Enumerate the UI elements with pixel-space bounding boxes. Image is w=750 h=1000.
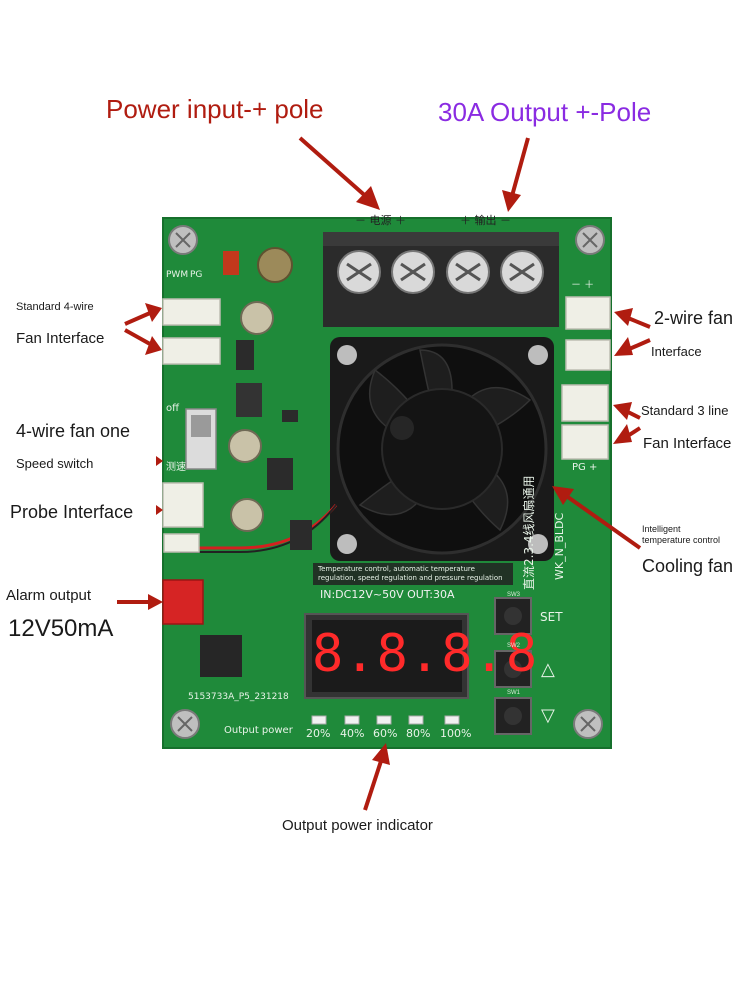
cooling-fan-graphic bbox=[313, 337, 554, 585]
left-connectors bbox=[162, 298, 221, 553]
mounting-holes bbox=[168, 225, 605, 739]
twowire-callout-line2: Interface bbox=[651, 344, 702, 359]
sw3-label: SW3 bbox=[507, 592, 521, 598]
sw1-label: SW1 bbox=[507, 690, 521, 696]
output-pole-callout: 30A Output +-Pole bbox=[438, 97, 652, 127]
percent-80: 80% bbox=[406, 727, 431, 740]
test-label: 测速 bbox=[166, 462, 186, 473]
vertical-cn-text: 直流2.3.4线风扇通用 bbox=[522, 475, 536, 590]
small-arrow-markers bbox=[156, 456, 163, 515]
twowire-callout-line1: 2-wire fan bbox=[654, 308, 734, 328]
percent-60: 60% bbox=[373, 727, 398, 740]
wk-model-text: WK_N_BLDC bbox=[553, 512, 566, 580]
percent-100: 100% bbox=[440, 727, 472, 740]
std3-callout-line2: Fan Interface bbox=[643, 435, 732, 452]
speed-callout-line1: 4-wire fan one bbox=[16, 421, 131, 441]
callout-arrows bbox=[117, 136, 651, 811]
alarm-callout-line1: Alarm output bbox=[6, 587, 92, 604]
pwm-label: PWM bbox=[166, 270, 189, 280]
components bbox=[200, 247, 312, 677]
terminal-block bbox=[323, 232, 559, 327]
down-arrow-icon: ▽ bbox=[541, 705, 555, 726]
output-power-label: Output power bbox=[224, 725, 293, 736]
right-connectors bbox=[561, 296, 611, 460]
sw2-label: SW2 bbox=[507, 643, 521, 649]
seven-segment-display: 8.8.8.8 bbox=[312, 624, 539, 684]
off-label: off bbox=[166, 403, 180, 414]
intelligent-callout-line1: Intelligent bbox=[642, 524, 681, 534]
speed-switch bbox=[185, 408, 217, 470]
power-input-callout: Power input-+ pole bbox=[106, 94, 324, 124]
up-arrow-icon: △ bbox=[541, 659, 555, 680]
fan-note-text: Temperature control, automatic temperatu… bbox=[318, 565, 503, 582]
in-out-spec: IN:DC12V~50V OUT:30A bbox=[320, 588, 455, 601]
pg-label: PG bbox=[190, 270, 203, 280]
right-polarity-label: － ＋ bbox=[571, 280, 595, 291]
output-polarity-label: ＋ 输出 － bbox=[460, 214, 511, 227]
serial-text: 5153733A_P5_231218 bbox=[188, 692, 289, 702]
intelligent-callout-line2: temperature control bbox=[642, 535, 721, 545]
percent-40: 40% bbox=[340, 727, 365, 740]
speed-callout-line2: Speed switch bbox=[16, 456, 94, 471]
std4-callout-line1: Standard 4-wire bbox=[16, 301, 94, 313]
output-power-indicator-callout: Output power indicator bbox=[282, 817, 433, 834]
std3-callout-line1: Standard 3 line bbox=[641, 403, 729, 418]
pg-right-label: PG + bbox=[572, 462, 598, 473]
probe-callout: Probe Interface bbox=[10, 502, 134, 522]
display-module bbox=[304, 613, 469, 699]
power-polarity-label: － 电源 ＋ bbox=[355, 214, 406, 227]
tactile-buttons bbox=[494, 597, 532, 735]
set-label: SET bbox=[540, 610, 563, 624]
power-leds bbox=[311, 715, 460, 725]
percent-20: 20% bbox=[306, 727, 331, 740]
alarm-callout-line2: 12V50mA bbox=[8, 615, 114, 642]
alarm-connector bbox=[162, 579, 204, 625]
std4-callout-line2: Fan Interface bbox=[16, 330, 105, 347]
cooling-fan-callout: Cooling fan bbox=[642, 556, 734, 576]
